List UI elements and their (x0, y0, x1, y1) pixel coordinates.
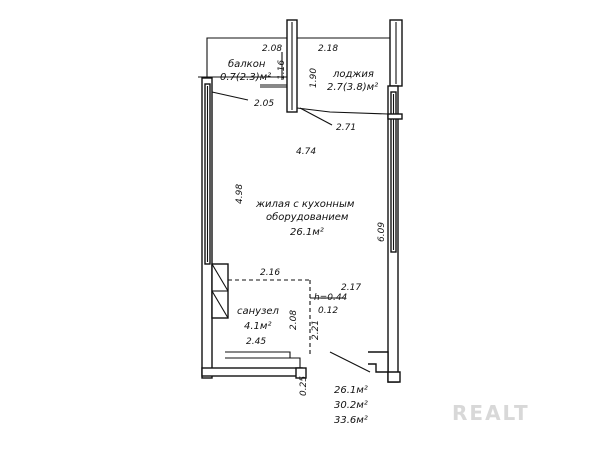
dim-bath-bottom: 2.45 (246, 337, 266, 347)
dim-step-width: 2.17 (341, 283, 361, 293)
loggia-outline (296, 19, 403, 115)
left-wall (201, 77, 213, 379)
loggia-name: лоджия (332, 69, 374, 80)
entrance-door (329, 351, 371, 373)
dim-loggia-diag: 2.71 (336, 123, 356, 133)
bathroom-name: санузел (237, 306, 280, 317)
dim-balcony-depth: 1.16 (277, 60, 287, 80)
loggia-area: 2.7(3.8)м² (327, 82, 378, 93)
total-area-with-balconies: 33.6м² (334, 415, 368, 426)
bottom-wall (201, 351, 401, 383)
dim-bath-depth-left: 2.08 (289, 310, 299, 330)
leader-lines (211, 91, 333, 126)
dim-room-width: 4.74 (296, 147, 316, 157)
dim-step-offset: 0.12 (318, 306, 338, 316)
balcony-outline (198, 37, 290, 88)
total-living-area: 26.1м² (334, 385, 368, 396)
dim-loggia-depth: 1.90 (309, 68, 319, 88)
living-name-line2: оборудованием (266, 211, 349, 223)
balcony-name: балкон (228, 58, 266, 70)
living-name-line1: жилая с кухонным (255, 199, 355, 210)
living-area: 26.1м² (290, 227, 324, 238)
dim-bath-depth-right: 2.21 (311, 320, 321, 340)
dim-balcony-diag: 2.05 (254, 99, 274, 109)
dim-bath-width: 2.16 (260, 268, 280, 278)
dim-step-height: h=0.44 (314, 293, 348, 303)
watermark-logo: REALT (452, 401, 530, 425)
dim-balcony-width: 2.08 (262, 44, 282, 54)
bathroom-walls (211, 263, 345, 355)
total-area: 30.2м² (334, 400, 368, 411)
dim-room-length-right: 6.09 (377, 222, 387, 242)
dim-bottom-offset: 0.25 (299, 376, 309, 396)
dim-loggia-width: 2.18 (318, 44, 338, 54)
bathroom-area: 4.1м² (244, 321, 271, 332)
right-wall (387, 85, 403, 383)
balcony-area: 0.7(2.3)м² (220, 72, 271, 83)
dim-room-length: 4.98 (235, 184, 245, 204)
balcony-loggia-partition (281, 19, 298, 113)
